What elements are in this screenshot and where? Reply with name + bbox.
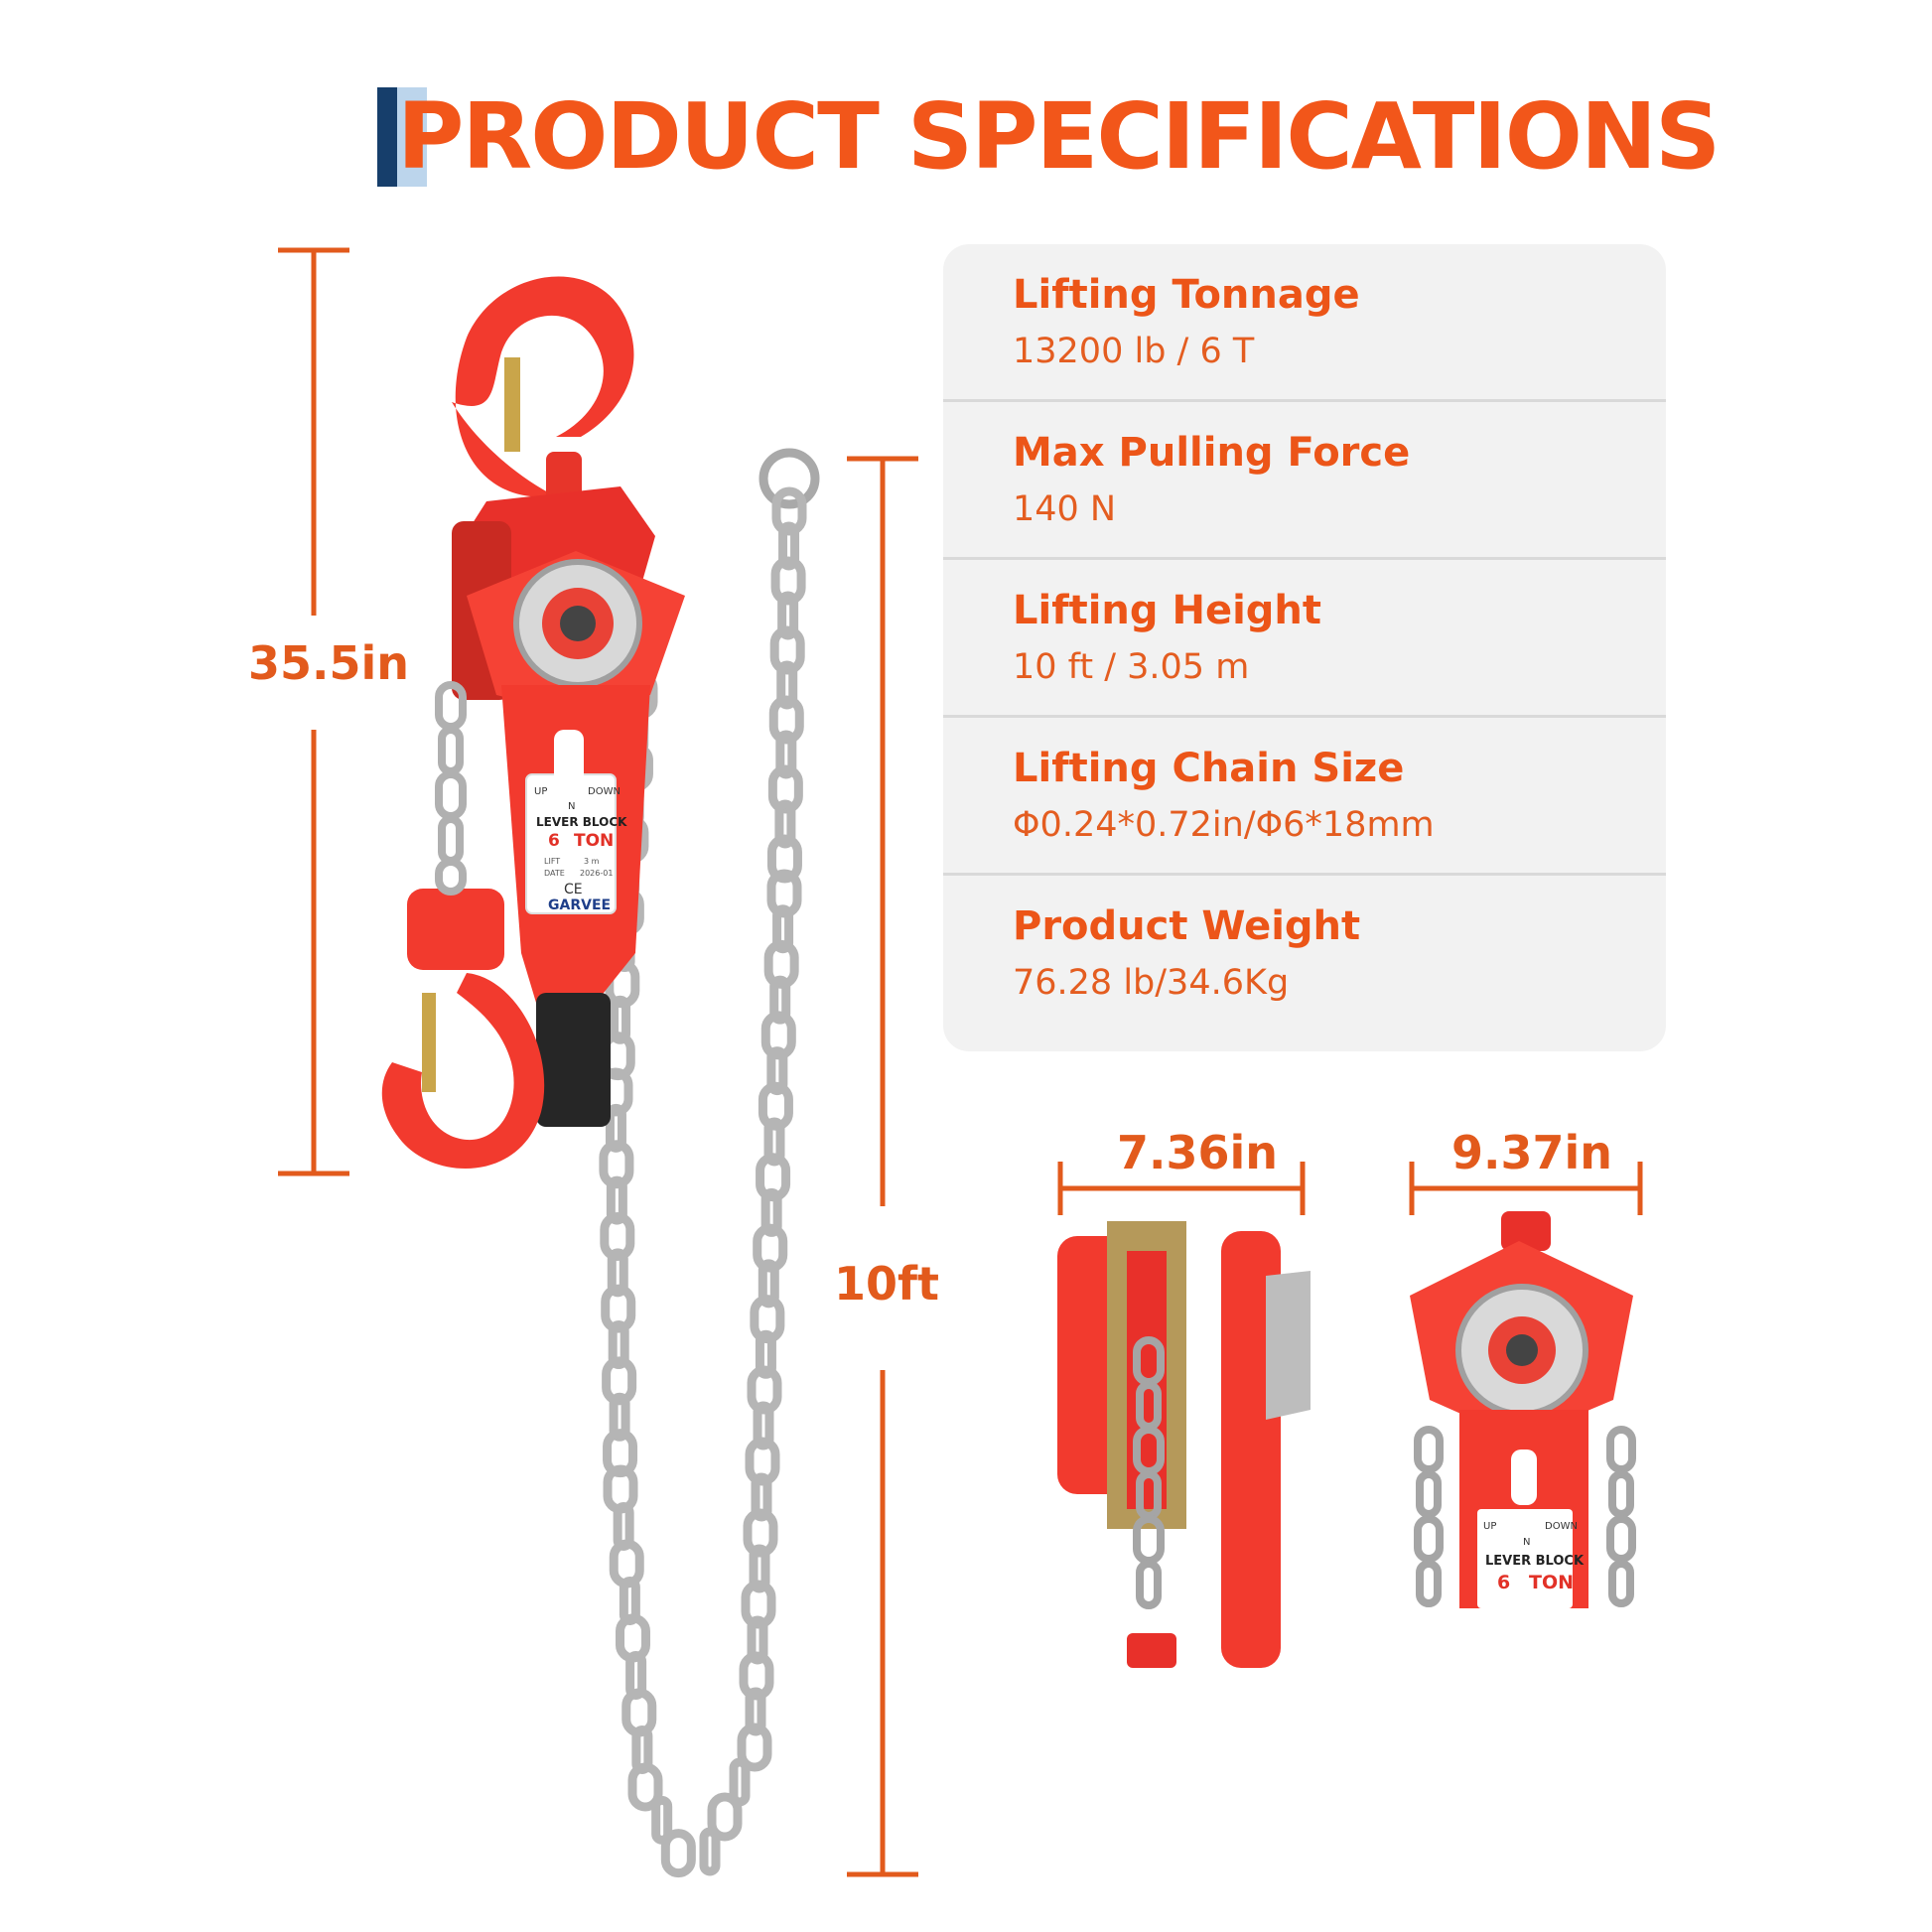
chain-length-dimension-line [847, 456, 918, 1877]
chain-link [774, 799, 796, 849]
label-capacity-unit: TON [574, 831, 614, 851]
spec-row-product-weight: Product Weight 76.28 lb/34.6Kg [943, 876, 1666, 1034]
chain-link [768, 695, 804, 745]
label-n: N [568, 801, 575, 812]
spec-label: Lifting Tonnage [1013, 272, 1360, 318]
spec-value: 140 N [1013, 489, 1117, 529]
chain-link [699, 1827, 721, 1876]
spec-panel: Lifting Tonnage 13200 lb / 6 T Max Pulli… [943, 244, 1666, 1051]
spec-row-lifting-height: Lifting Height 10 ft / 3.05 m [943, 560, 1666, 718]
front-detail-label: UP DOWN N LEVER BLOCK 6 TON [1483, 1521, 1585, 1593]
front-view-detail [1410, 1211, 1636, 1608]
label-lift: LIFT [544, 857, 560, 866]
title-accent-bar [377, 87, 397, 187]
front-label-model: LEVER BLOCK [1485, 1554, 1585, 1569]
label-up: UP [534, 786, 547, 797]
label-model: LEVER BLOCK [536, 815, 627, 829]
front-label-up: UP [1483, 1521, 1496, 1532]
hoist-label: UP DOWN N LEVER BLOCK 6 TON LIFT 3 m DAT… [534, 786, 627, 913]
label-date-value: 2026-01 [580, 869, 613, 878]
chain-link [776, 660, 798, 710]
spec-label: Product Weight [1013, 903, 1361, 949]
hand-chain [598, 448, 820, 1878]
height-dimension-line [278, 247, 349, 1176]
spec-value: 10 ft / 3.05 m [1013, 647, 1250, 687]
chain-link [771, 486, 807, 536]
spec-row-lifting-tonnage: Lifting Tonnage 13200 lb / 6 T [943, 244, 1666, 402]
label-lift-value: 3 m [584, 857, 600, 866]
label-brand: GARVEE [548, 897, 611, 913]
spec-label: Lifting Chain Size [1013, 746, 1405, 791]
front-label-down: DOWN [1545, 1521, 1578, 1532]
front-width-dimension-label: 9.37in [1451, 1126, 1613, 1179]
spec-value: 13200 lb / 6 T [1013, 332, 1255, 371]
chain-link [651, 1795, 673, 1845]
chain-link [769, 625, 805, 675]
label-capacity-number: 6 [548, 831, 560, 851]
spec-value: Φ0.24*0.72in/Φ6*18mm [1013, 805, 1435, 845]
title-accent-bar-light [397, 87, 427, 187]
front-label-n: N [1523, 1537, 1530, 1548]
chain-link [770, 556, 806, 606]
spec-label: Max Pulling Force [1013, 430, 1411, 476]
spec-value: 76.28 lb/34.6Kg [1013, 963, 1290, 1003]
label-down: DOWN [588, 786, 621, 797]
side-width-dimension-label: 7.36in [1117, 1126, 1279, 1179]
chain-link [737, 1723, 772, 1772]
chain-link [729, 1757, 751, 1807]
chain-link [777, 591, 799, 640]
front-label-capacity-number: 6 [1497, 1572, 1510, 1593]
chain-link [707, 1792, 743, 1842]
lever-hoist [381, 276, 685, 1170]
chain-link [767, 764, 803, 814]
chain-link [660, 1829, 696, 1878]
page-title: PRODUCT SPECIFICATIONS [397, 83, 1721, 190]
spec-row-lifting-chain-size: Lifting Chain Size Φ0.24*0.72in/Φ6*18mm [943, 718, 1666, 876]
label-ce: CE [564, 882, 583, 897]
height-dimension-label: 35.5in [248, 636, 410, 690]
chain-link [766, 834, 802, 884]
label-date: DATE [544, 869, 565, 878]
chain-link [775, 730, 797, 779]
side-width-dimension-line [1057, 1162, 1306, 1215]
chain-length-dimension-label: 10ft [834, 1257, 940, 1311]
chain-link [627, 1762, 663, 1812]
side-view-detail [1057, 1221, 1311, 1668]
spec-label: Lifting Height [1013, 588, 1322, 633]
front-label-capacity-unit: TON [1529, 1572, 1574, 1593]
front-width-dimension-line [1409, 1162, 1643, 1215]
spec-row-max-pulling-force: Max Pulling Force 140 N [943, 402, 1666, 560]
chain-link [778, 521, 800, 571]
